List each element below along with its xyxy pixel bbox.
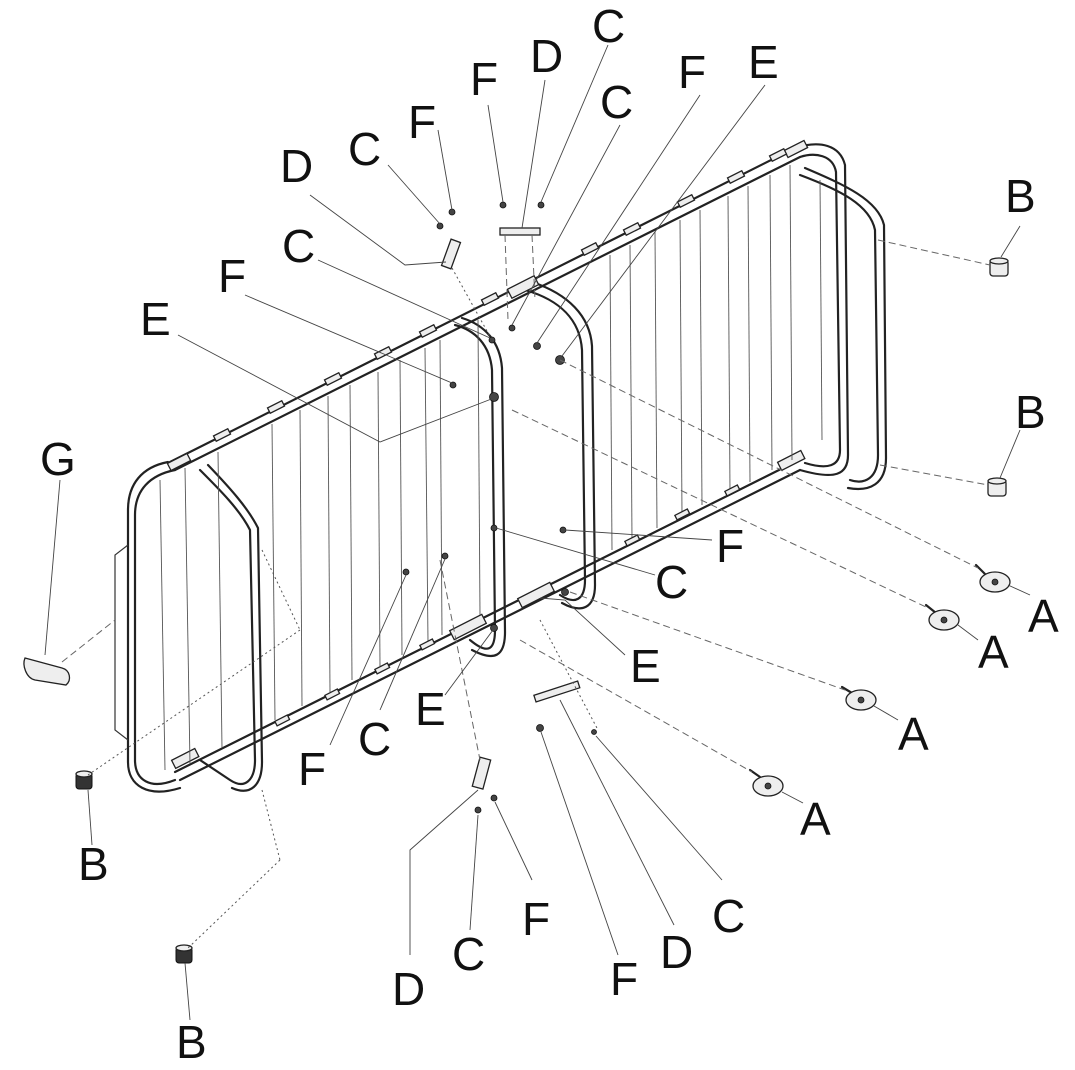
label-b-4: B (176, 1016, 207, 1068)
label-f-8: F (610, 953, 638, 1005)
label-g: G (40, 433, 76, 485)
label-f-5: F (716, 520, 744, 572)
label-c-3: C (600, 76, 633, 128)
label-c-4: C (282, 220, 315, 272)
leader-lines (44, 44, 1031, 1021)
label-c-6: C (358, 713, 391, 765)
bolt-d-top (499, 227, 541, 236)
label-e-4: E (415, 683, 446, 735)
assembly-lines (87, 239, 991, 949)
slat-clips (212, 147, 788, 443)
label-c-8: C (452, 928, 485, 980)
label-a-2: A (978, 626, 1009, 678)
label-f-1: F (408, 96, 436, 148)
label-c-2: C (592, 0, 625, 52)
end-cap-b-2 (987, 477, 1007, 497)
label-f-7: F (522, 893, 550, 945)
part-labels: C F D F D C C F E C F E B B G F C A A E … (40, 0, 1059, 1068)
end-cap-b-1 (989, 257, 1009, 277)
label-a-3: A (898, 708, 929, 760)
label-e-1: E (748, 36, 779, 88)
slat-clips-bottom (273, 484, 741, 727)
bracket-d-bottom (471, 756, 492, 790)
bed-frame (114, 139, 888, 793)
bolt-d-bottom (533, 680, 581, 703)
label-f-6: F (298, 743, 326, 795)
label-f-4: F (218, 250, 246, 302)
label-c-1: C (348, 123, 381, 175)
label-c-7: C (712, 890, 745, 942)
caster-a-2 (924, 603, 960, 631)
caster-a-3 (840, 685, 877, 711)
label-f-2: F (470, 53, 498, 105)
label-a-1: A (1028, 590, 1059, 642)
end-cap-b-4 (175, 944, 193, 964)
caster-a-4 (748, 768, 784, 797)
label-d-3: D (660, 926, 693, 978)
label-b-1: B (1005, 170, 1036, 222)
label-d-1: D (280, 140, 313, 192)
label-c-5: C (655, 556, 688, 608)
label-e-3: E (630, 640, 661, 692)
label-a-4: A (800, 793, 831, 845)
bracket-d-left (440, 238, 462, 270)
label-d-2: D (530, 30, 563, 82)
end-cap-b-3 (75, 770, 93, 790)
cover-g (23, 657, 71, 686)
slats (159, 164, 823, 771)
label-f-3: F (678, 46, 706, 98)
label-d-4: D (392, 963, 425, 1015)
label-e-2: E (140, 293, 171, 345)
label-b-2: B (1015, 386, 1046, 438)
label-b-3: B (78, 838, 109, 890)
hardware (23, 201, 1011, 964)
caster-a-1 (974, 563, 1011, 593)
